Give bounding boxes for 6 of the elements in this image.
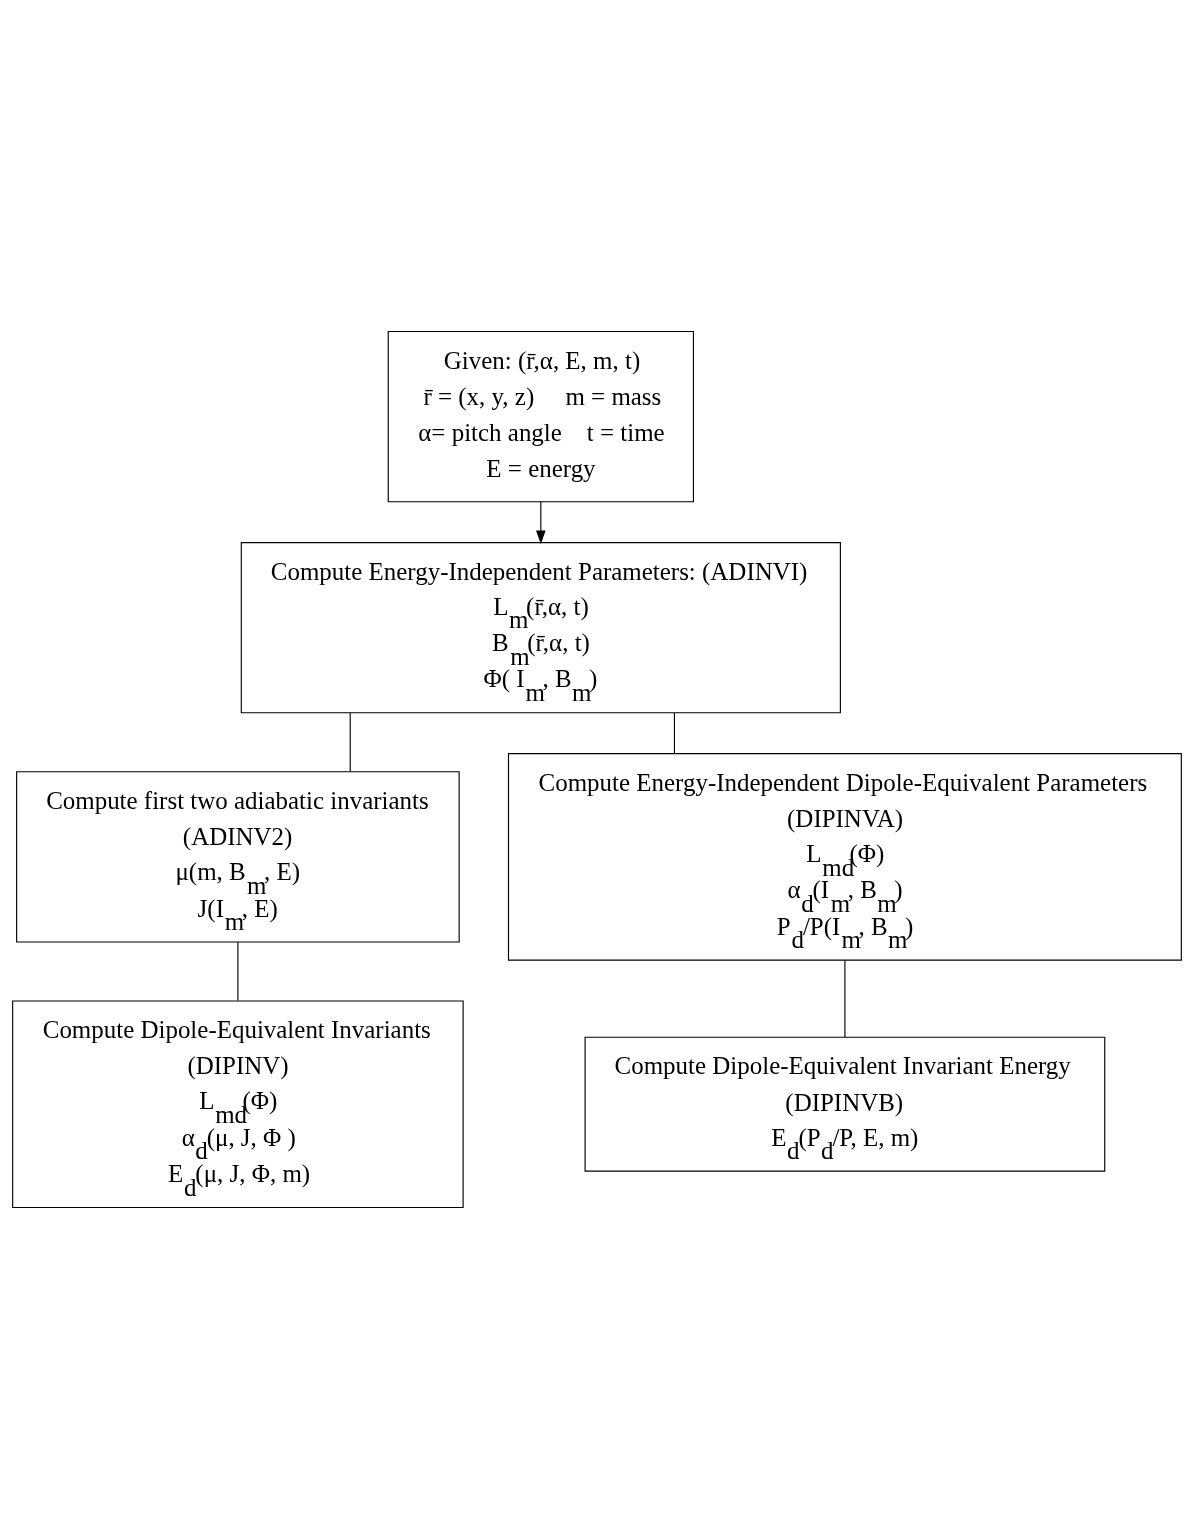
node-box: Given: (r̄,α, E, m, t) r̄ = (x, y, z) m = mass α= pitch angle t = time E = energy <box>387 330 694 502</box>
arrow <box>536 500 546 544</box>
connector <box>673 711 675 754</box>
connector <box>844 959 846 1038</box>
connector <box>349 711 351 772</box>
connector <box>237 940 239 1001</box>
